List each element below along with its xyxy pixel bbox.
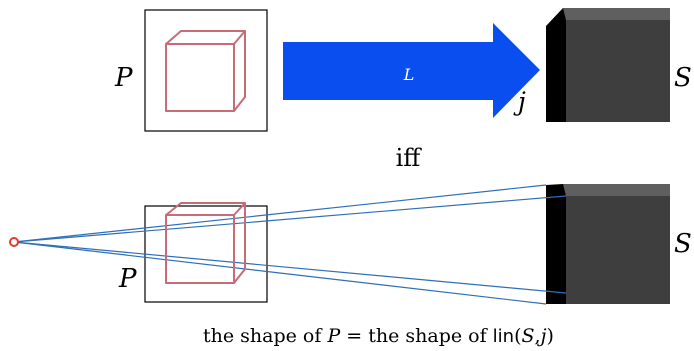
top-row: P L j S xyxy=(114,8,692,132)
bottom-row: P S xyxy=(9,184,692,305)
caption-close: ) xyxy=(547,325,554,347)
eye-point-icon xyxy=(9,237,19,247)
bottom-wireframe-cube xyxy=(165,202,246,284)
caption-j: j xyxy=(537,325,547,347)
projection-rays xyxy=(13,184,567,305)
bottom-cube-frame xyxy=(144,205,268,303)
iff-connector: iff xyxy=(396,144,423,172)
bottom-left-label: P xyxy=(118,264,137,294)
caption-p: P xyxy=(326,325,341,347)
top-cube-frame xyxy=(144,9,268,132)
bottom-right-label: S xyxy=(674,229,692,259)
top-left-label: P xyxy=(114,63,133,93)
caption-part2: = the shape of xyxy=(340,325,492,347)
caption-part1: the shape of xyxy=(203,325,327,347)
top-wireframe-cube xyxy=(165,30,246,112)
caption-lin: lin xyxy=(493,326,514,347)
map-arrow xyxy=(283,23,540,118)
caption-comma: , xyxy=(535,325,541,347)
top-right-label: S xyxy=(674,63,692,93)
top-solid-cube xyxy=(546,8,670,122)
caption-s: S xyxy=(522,325,535,347)
caption: the shape of P = the shape of lin(S,j) xyxy=(203,325,554,347)
bottom-solid-cube xyxy=(546,184,670,304)
caption-open: ( xyxy=(514,325,521,347)
map-arrow-label: L xyxy=(403,65,415,84)
